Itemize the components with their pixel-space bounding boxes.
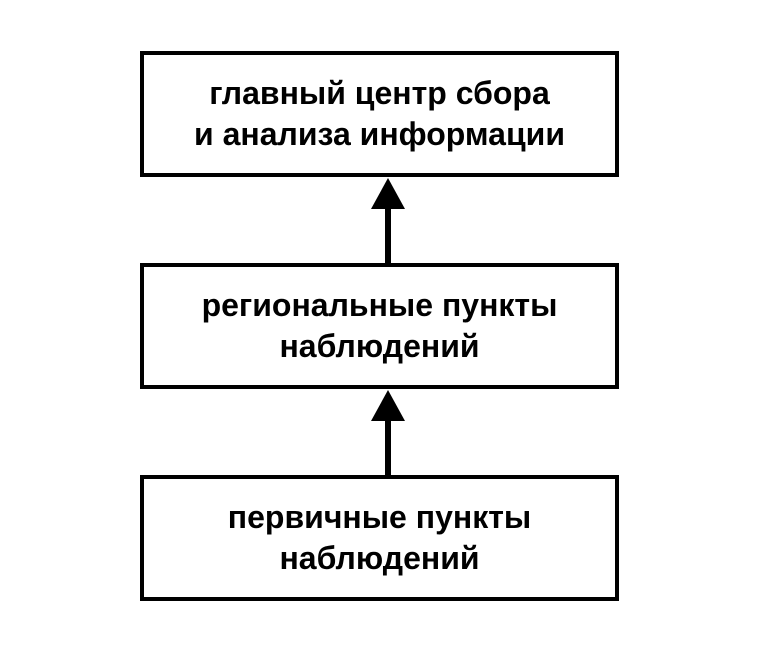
node-main-center: главный центр сбора и анализа информации xyxy=(140,51,619,177)
node-primary-points: первичные пункты наблюдений xyxy=(140,475,619,601)
node-primary-points-line-2: наблюдений xyxy=(279,540,480,576)
node-regional-points: региональные пункты наблюдений xyxy=(140,263,619,389)
node-main-center-line-2: и анализа информации xyxy=(194,116,565,152)
node-regional-points-line-1: региональные пункты xyxy=(201,287,558,323)
arrow-mid-to-top-head xyxy=(371,178,405,209)
arrow-bot-to-mid xyxy=(371,390,405,475)
node-main-center-line-1: главный центр сбора xyxy=(209,75,550,111)
node-regional-points-line-2: наблюдений xyxy=(279,328,480,364)
arrow-mid-to-top xyxy=(371,178,405,263)
arrow-bot-to-mid-head xyxy=(371,390,405,421)
node-primary-points-line-1: первичные пункты xyxy=(227,499,532,535)
